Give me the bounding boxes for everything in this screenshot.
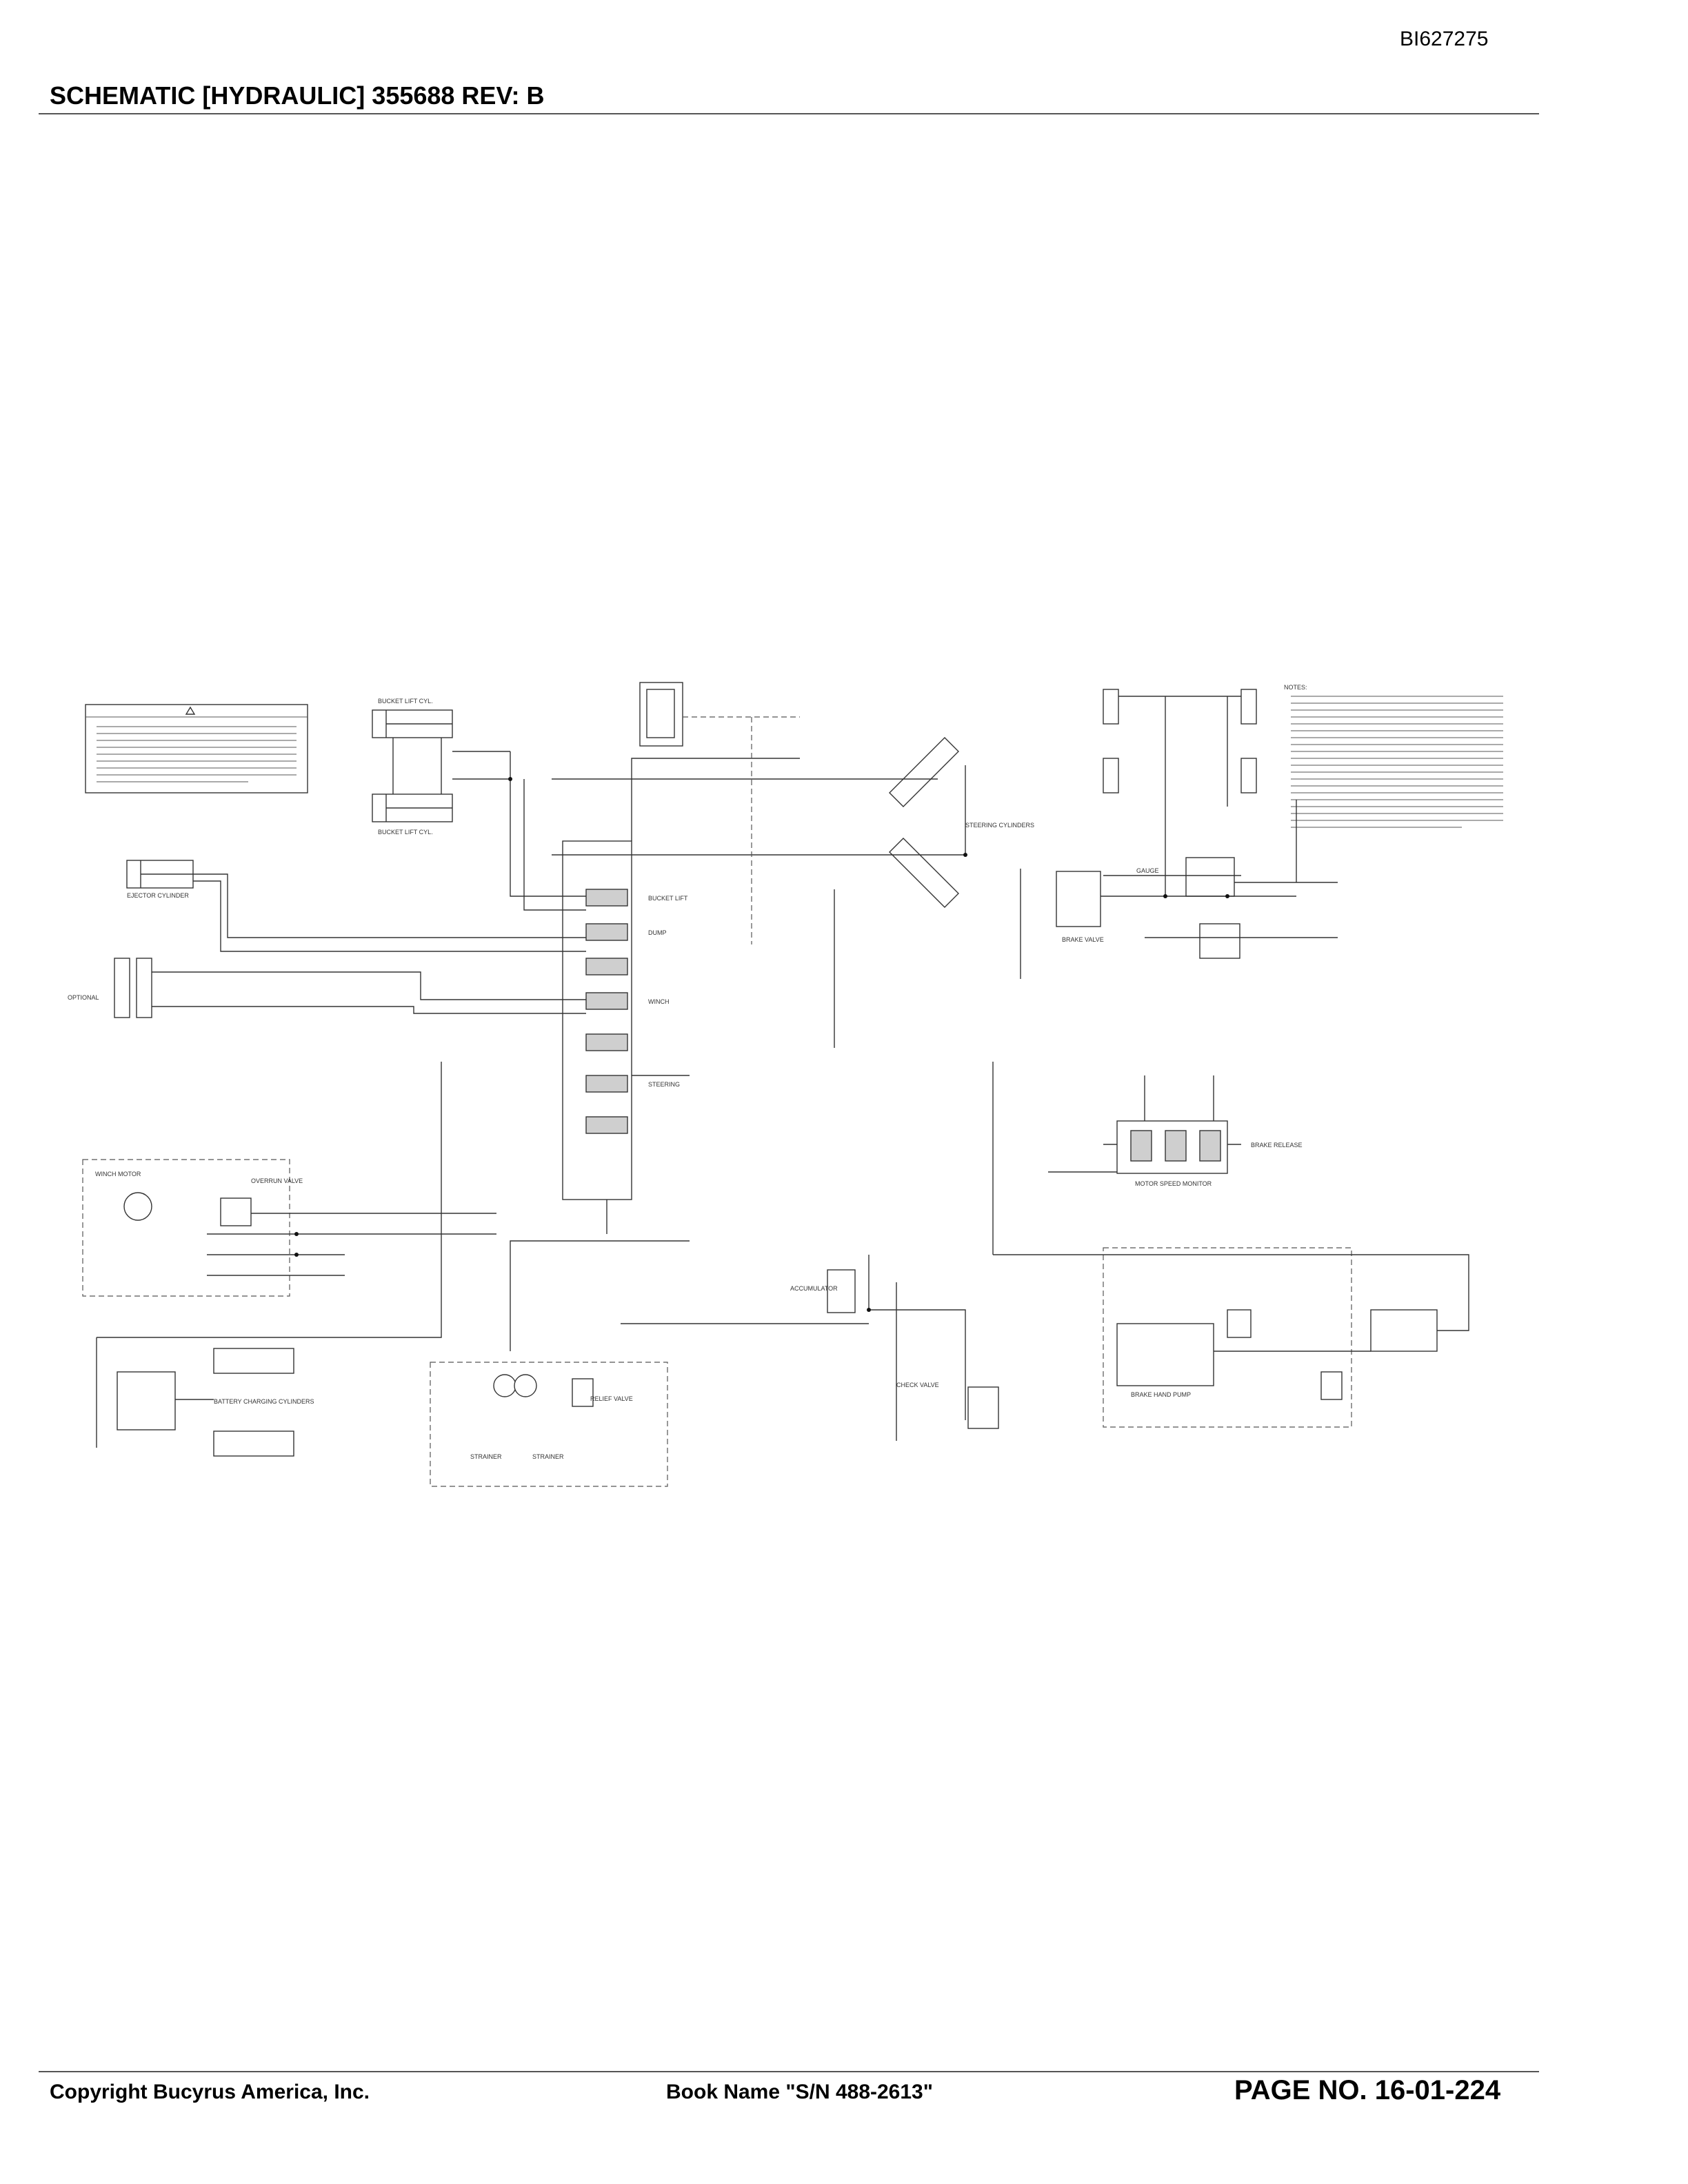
battery-charging-section: BATTERY CHARGING CYLINDERS <box>96 1062 442 1457</box>
notes-block: NOTES: <box>1284 684 1503 828</box>
flow-control-valve <box>639 682 800 944</box>
motor-speed-monitor-section: MOTOR SPEED MONITOR BRAKE RELEASE <box>1048 1075 1303 1187</box>
valve-winch-label: WINCH <box>648 998 670 1005</box>
brake-valve-label: BRAKE VALVE <box>1062 936 1104 943</box>
document-id: BI627275 <box>1400 28 1489 50</box>
valve-dump-label: DUMP <box>648 929 667 936</box>
battery-charging-label: BATTERY CHARGING CYLINDERS <box>214 1398 314 1405</box>
bucket-lift-cyl-top-label: BUCKET LIFT CYL. <box>378 698 433 705</box>
junction-dots <box>294 777 1229 1312</box>
strainer-left-label: STRAINER <box>470 1453 502 1460</box>
winch-motor-label: WINCH MOTOR <box>95 1171 141 1177</box>
notes-heading: NOTES: <box>1284 684 1307 691</box>
pump-section: STRAINER STRAINER RELIEF VALVE <box>430 1240 869 1487</box>
optional-cylinders-left: OPTIONAL <box>68 958 152 1018</box>
main-control-valve-bank: BUCKET LIFT DUMP WINCH STEERING <box>562 840 688 1200</box>
valve-bucket-lift-label: BUCKET LIFT <box>648 895 688 902</box>
accumulator-label: ACCUMULATOR <box>790 1285 838 1292</box>
valve-steering-label: STEERING <box>648 1081 680 1088</box>
main-hydraulic-lines <box>152 751 966 1234</box>
bucket-lift-cylinder-top: BUCKET LIFT CYL. <box>372 698 453 738</box>
warning-note-box <box>85 704 308 793</box>
strainer-right-label: STRAINER <box>532 1453 564 1460</box>
gauge-label: GAUGE <box>1136 867 1159 874</box>
brake-valve-section: BRAKE VALVE GAUGE <box>1020 689 1338 979</box>
footer-book-name: Book Name "S/N 488-2613" <box>666 2081 933 2103</box>
check-valve-label: CHECK VALVE <box>896 1382 939 1388</box>
bucket-lift-lines <box>392 738 510 794</box>
bucket-lift-cylinder-bottom: BUCKET LIFT CYL. <box>372 793 453 836</box>
optional-left-label: OPTIONAL <box>68 994 99 1001</box>
brake-hand-pump-label: BRAKE HAND PUMP <box>1131 1391 1191 1398</box>
footer-divider <box>39 2071 1539 2072</box>
page-title: SCHEMATIC [HYDRAULIC] 355688 REV: B <box>50 81 545 110</box>
brake-release-label: BRAKE RELEASE <box>1251 1142 1303 1149</box>
accumulator-section: ACCUMULATOR CHECK VALVE <box>790 1255 999 1441</box>
ejector-cylinder: EJECTOR CYLINDER <box>126 860 194 899</box>
ejector-cylinder-label: EJECTOR CYLINDER <box>127 892 189 899</box>
steering-cylinders: STEERING CYLINDERS <box>889 737 1034 908</box>
winch-section: WINCH MOTOR OVERRUN VALVE <box>82 1159 496 1297</box>
motor-speed-monitor-label: MOTOR SPEED MONITOR <box>1135 1180 1212 1187</box>
steering-cylinders-label: STEERING CYLINDERS <box>965 822 1034 829</box>
overrun-valve-label: OVERRUN VALVE <box>251 1177 303 1184</box>
bucket-lift-cyl-bottom-label: BUCKET LIFT CYL. <box>378 829 433 836</box>
footer-page-number: PAGE NO. 16-01-224 <box>1234 2075 1501 2105</box>
footer-copyright: Copyright Bucyrus America, Inc. <box>50 2081 370 2103</box>
brake-hand-pump-section: BRAKE HAND PUMP <box>992 1062 1469 1428</box>
relief-valve-label: RELIEF VALVE <box>590 1395 633 1402</box>
header-divider <box>39 113 1539 114</box>
